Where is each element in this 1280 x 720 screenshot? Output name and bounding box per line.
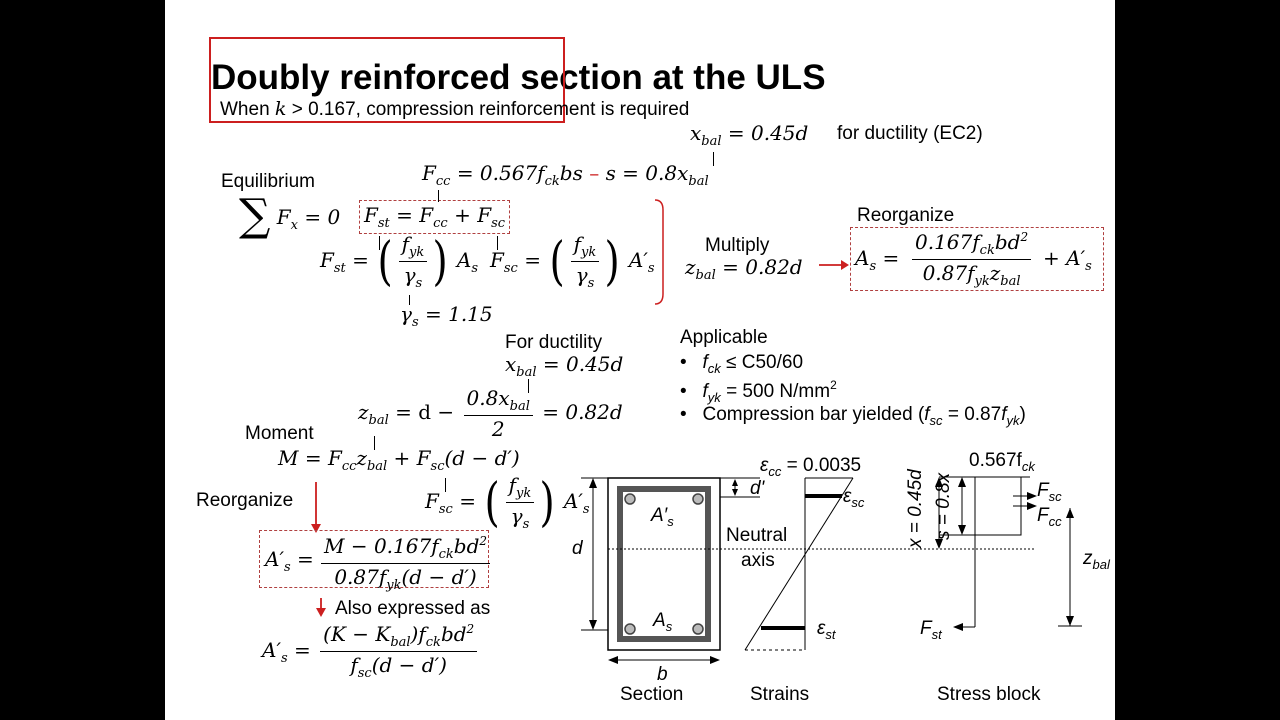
section-outline: [607, 477, 721, 651]
grouping-bracket: [654, 199, 664, 305]
as-label: As: [653, 610, 673, 634]
b-label: b: [657, 664, 668, 685]
neutral-axis-label-2: axis: [741, 550, 775, 571]
applicable-fyk: • fyk = 500 N/mm2: [680, 378, 837, 405]
reorganize-label-top: Reorganize: [857, 205, 955, 226]
gamma-s-equation: γs = 1.15: [400, 302, 493, 330]
zbal-dimension-label: zbal: [1083, 548, 1110, 572]
also-expressed-label: Also expressed as: [335, 598, 491, 619]
reorganize-arrow-icon: [311, 482, 321, 533]
multiply-arrow-icon: [819, 260, 849, 270]
subtitle: When k > 0.167, compression reinforcemen…: [220, 98, 690, 120]
section-diagram: [581, 476, 1082, 664]
ecc-label: εcc = 0.0035: [760, 455, 862, 479]
dprime-label: d': [750, 478, 765, 499]
bottom-bar-left: [624, 623, 636, 635]
zbal-equation: zbal = 0.82d: [685, 255, 803, 283]
also-arrow-icon: [316, 598, 326, 617]
stirrup: [617, 486, 711, 642]
for-ductility-label: For ductility: [505, 332, 603, 353]
top-bar-left: [624, 493, 636, 505]
connector-line: [374, 436, 375, 450]
stress-block-label: Stress block: [937, 684, 1041, 705]
top-bar-right: [692, 493, 704, 505]
est-label: εst: [817, 618, 836, 642]
xbal-mid-equation: xbal = 0.45d: [505, 352, 624, 380]
page-title: Doubly reinforced section at the ULS: [211, 58, 826, 97]
connector-line: [409, 295, 410, 305]
connector-line: [528, 379, 529, 393]
fst-force-label: Fst: [920, 618, 942, 642]
connector-line: [445, 478, 446, 492]
strain-diagonal: [744, 477, 854, 651]
s-dimension-label: s = 0.8x: [933, 472, 954, 540]
for-ductility-ec2: for ductility (EC2): [837, 123, 983, 144]
section-label: Section: [620, 684, 684, 705]
moment-label: Moment: [245, 423, 314, 444]
applicable-label: Applicable: [680, 327, 768, 348]
sum-fx-equation: ∑ Fx = 0: [239, 190, 341, 241]
connector-line: [379, 236, 380, 250]
fsc-force-label: Fsc: [1037, 480, 1062, 504]
bottom-bar-right: [692, 623, 704, 635]
esc-label: εsc: [843, 486, 865, 510]
reorganize-label-bottom: Reorganize: [196, 490, 294, 511]
slide: Doubly reinforced section at the ULS Whe…: [165, 0, 1115, 720]
multiply-label: Multiply: [705, 235, 770, 256]
connector-line: [438, 190, 439, 202]
connector-line: [497, 236, 498, 250]
neutral-axis-label-1: Neutral: [726, 525, 788, 546]
stress-top-label: 0.567fck: [969, 450, 1035, 474]
d-label: d: [572, 538, 583, 559]
connector-line: [713, 152, 714, 166]
x-dimension-label: x = 0.45d: [905, 469, 926, 548]
fst-equilibrium-box: Fst = Fcc + Fsc: [359, 200, 511, 234]
fcc-equation: Fcc = 0.567fckbs – s = 0.8xbal: [422, 161, 709, 189]
title-highlight-box: [209, 37, 565, 123]
moment-equation: M = Fcczbal + Fsc(d − d′): [278, 446, 520, 474]
strains-label: Strains: [750, 684, 810, 705]
applicable-bar-yielded: • Compression bar yielded (fsc = 0.87fyk…: [680, 404, 1026, 428]
as-prime-label: A′s: [651, 505, 674, 529]
equilibrium-label: Equilibrium: [221, 171, 315, 192]
applicable-fck: • fck ≤ C50/60: [680, 352, 804, 376]
xbal-top-equation: xbal = 0.45d: [690, 121, 809, 149]
fcc-force-label: Fcc: [1037, 505, 1062, 529]
